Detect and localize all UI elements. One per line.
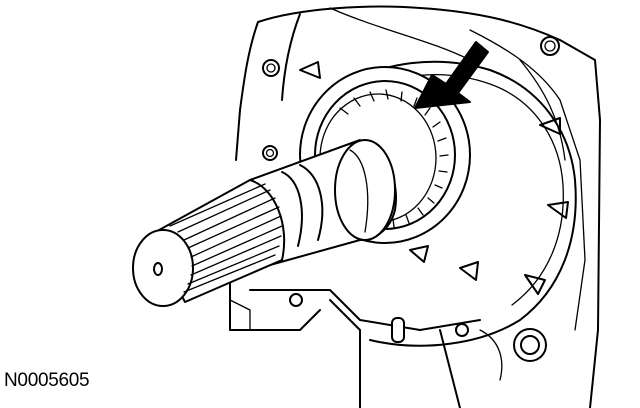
- figure-id-caption: N0005605: [4, 370, 90, 391]
- transmission-housing: [229, 5, 601, 408]
- shaft-splined-end: [132, 179, 286, 307]
- indicator-arrow: [414, 41, 489, 109]
- spline-teeth: [169, 183, 283, 293]
- seal-slots: [339, 89, 449, 228]
- output-shaft: [249, 139, 397, 266]
- bolt-boss: [513, 328, 547, 362]
- bolt-boss: [262, 145, 278, 161]
- bolt-boss: [540, 36, 560, 56]
- bolt-boss: [262, 59, 280, 77]
